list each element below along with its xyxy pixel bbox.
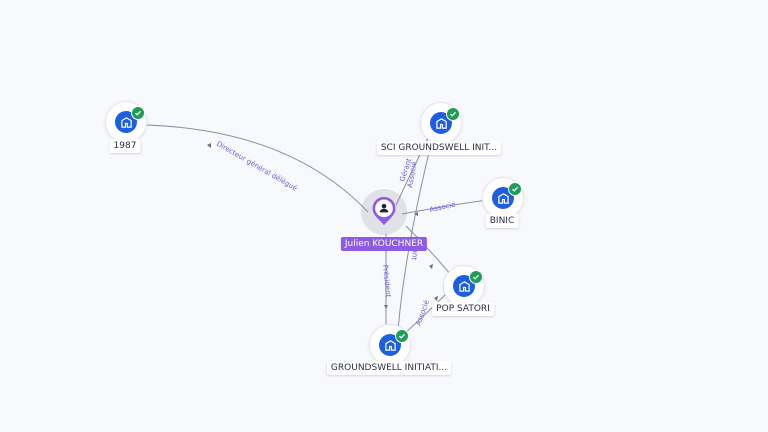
edge-label: Associé [429, 201, 457, 214]
node-halo [369, 324, 411, 366]
verified-check-icon [395, 329, 409, 343]
verified-check-icon [131, 106, 145, 120]
edge-label: Associé [414, 299, 431, 327]
node-halo [482, 177, 524, 219]
person-label[interactable]: Julien KOUCHNER [340, 237, 428, 251]
edge-1987 [145, 124, 369, 213]
edge-label: Directeur général délégué [215, 140, 299, 193]
node-halo [443, 265, 485, 307]
arrow-marker [429, 264, 433, 269]
company-label[interactable]: 1987 [109, 139, 141, 153]
edge-binic [401, 199, 489, 215]
person-icon [372, 196, 396, 226]
verified-check-icon [469, 270, 483, 284]
company-label[interactable]: POP SATORI [432, 302, 494, 316]
company-label[interactable]: SCI GROUNDSWELL INIT... [376, 141, 502, 155]
edge-label: Président [381, 264, 392, 298]
verified-check-icon [446, 107, 460, 121]
arrow-marker [384, 305, 388, 309]
arrow-marker [434, 296, 438, 301]
node-halo [420, 102, 462, 144]
arrow-marker [207, 143, 211, 148]
verified-check-icon [508, 182, 522, 196]
company-label[interactable]: BINIC [485, 214, 519, 228]
company-label[interactable]: GROUNDSWELL INITIATI... [326, 361, 452, 375]
arrow-marker [414, 212, 418, 216]
node-halo [105, 101, 147, 143]
